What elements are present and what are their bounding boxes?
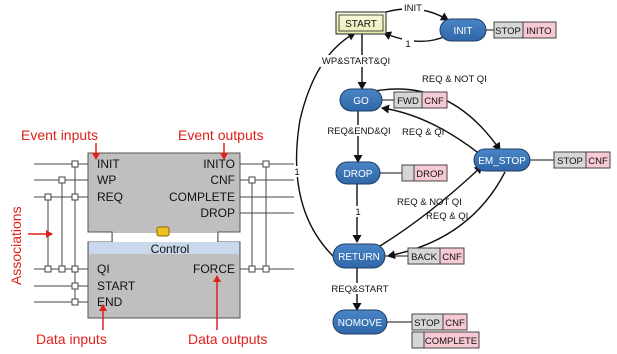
cond-go-drop: REQ&END&QI bbox=[327, 126, 390, 137]
label-associations: Associations bbox=[8, 206, 24, 285]
state-go[interactable]: GO bbox=[339, 88, 383, 112]
state-em-stop[interactable]: EM_STOP bbox=[473, 148, 531, 172]
action-go-evt: CNF bbox=[424, 96, 444, 107]
action-drop: DROP bbox=[401, 164, 448, 182]
action-go: FWD CNF bbox=[393, 91, 448, 109]
event-output-inito: INITO bbox=[203, 157, 235, 171]
transition-em-return bbox=[387, 171, 506, 260]
fb-resource-icon bbox=[156, 226, 170, 237]
label-event-outputs: Event outputs bbox=[178, 127, 264, 143]
action-init: STOP INITO bbox=[493, 21, 557, 39]
cond-em-return: REQ & QI bbox=[426, 211, 468, 222]
cond-start-init: INIT bbox=[404, 3, 422, 14]
data-input-end: END bbox=[97, 295, 123, 309]
action-nomove: STOP CNF COMPLETE bbox=[411, 313, 480, 349]
state-em-stop-label: EM_STOP bbox=[478, 156, 526, 167]
cond-go-em: REQ & NOT QI bbox=[422, 74, 487, 85]
state-go-label: GO bbox=[353, 96, 369, 107]
event-input-wp: WP bbox=[97, 173, 116, 187]
action-em-stop: STOP CNF bbox=[553, 151, 611, 169]
action-init-alg: STOP bbox=[495, 26, 521, 37]
ecc-action-connectors bbox=[380, 29, 554, 323]
label-event-inputs: Event inputs bbox=[21, 127, 98, 143]
state-start-label: START bbox=[345, 19, 377, 30]
state-nomove[interactable]: NOMOVE bbox=[332, 309, 388, 335]
fb-type-name: Control bbox=[151, 242, 190, 256]
cond-start-go: WP&START&QI bbox=[322, 56, 390, 67]
event-output-cnf: CNF bbox=[210, 173, 235, 187]
state-start[interactable]: START bbox=[335, 11, 387, 35]
function-block: Control INIT WP REQ INITO CNF COMPLETE D… bbox=[8, 127, 294, 347]
state-drop-label: DROP bbox=[344, 169, 373, 180]
event-input-init: INIT bbox=[97, 157, 120, 171]
transition-init-start bbox=[383, 31, 447, 43]
cond-init-start: 1 bbox=[405, 39, 410, 50]
fb-annotation-arrows bbox=[28, 143, 228, 330]
action-return-alg: BACK bbox=[411, 252, 438, 263]
event-output-drop: DROP bbox=[200, 206, 235, 220]
fb-output-association-squares bbox=[248, 160, 270, 273]
transition-return-start bbox=[295, 32, 356, 259]
transition-return-em bbox=[379, 165, 483, 247]
event-input-req: REQ bbox=[97, 190, 123, 204]
event-output-complete: COMPLETE bbox=[169, 190, 235, 204]
cond-return-em: REQ & NOT QI bbox=[397, 197, 462, 208]
fb-type-bar bbox=[89, 242, 239, 254]
action-go-alg: FWD bbox=[397, 96, 419, 107]
action-nomove-evt2: COMPLETE bbox=[425, 336, 477, 347]
action-nomove-alg: STOP bbox=[414, 318, 440, 329]
state-return-label: RETURN bbox=[338, 252, 380, 263]
action-init-evt: INITO bbox=[526, 26, 551, 37]
cond-em-go: REQ & QI bbox=[402, 127, 444, 138]
cond-drop-return: 1 bbox=[355, 207, 360, 218]
state-init-label: INIT bbox=[454, 26, 473, 37]
label-data-outputs: Data outputs bbox=[188, 331, 267, 347]
state-drop[interactable]: DROP bbox=[335, 161, 381, 185]
action-em-evt: CNF bbox=[588, 156, 608, 167]
action-return: BACK CNF bbox=[407, 247, 465, 265]
action-nomove-evt: CNF bbox=[445, 318, 465, 329]
ecc-transition-labels: INIT 1 WP&START&QI REQ & NOT QI REQ & QI… bbox=[292, 2, 487, 295]
state-init[interactable]: INIT bbox=[439, 18, 487, 42]
data-input-start: START bbox=[97, 279, 136, 293]
state-nomove-label: NOMOVE bbox=[338, 318, 383, 329]
data-output-force: FORCE bbox=[193, 262, 235, 276]
fb-input-association-squares bbox=[44, 160, 79, 306]
ecc-diagram: INIT 1 WP&START&QI REQ & NOT QI REQ & QI… bbox=[292, 2, 611, 349]
cond-return-start: 1 bbox=[294, 167, 299, 178]
action-drop-evt: DROP bbox=[416, 169, 443, 180]
data-input-qi: QI bbox=[97, 262, 110, 276]
fb-notch bbox=[113, 233, 217, 242]
action-em-alg: STOP bbox=[557, 156, 583, 167]
cond-return-nomove: REQ&START bbox=[331, 284, 388, 295]
fb-input-lines bbox=[34, 163, 88, 303]
action-return-evt: CNF bbox=[442, 252, 462, 263]
transition-em-go bbox=[381, 104, 482, 156]
state-return[interactable]: RETURN bbox=[332, 243, 386, 269]
fb-output-lines bbox=[240, 163, 294, 270]
label-data-inputs: Data inputs bbox=[36, 331, 107, 347]
